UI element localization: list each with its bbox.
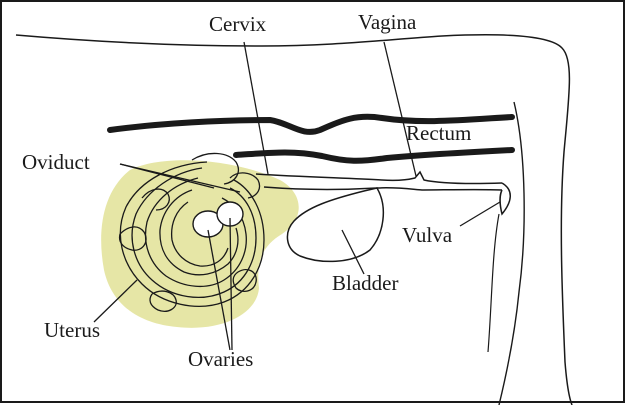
vulva-outline <box>500 183 510 214</box>
label-bladder: Bladder <box>332 273 398 294</box>
vulva-leader <box>460 202 500 226</box>
broad-ligament <box>101 160 299 328</box>
label-vulva: Vulva <box>402 225 452 246</box>
tract-upper <box>256 172 502 184</box>
pelvic-edge <box>488 214 499 352</box>
label-rectum: Rectum <box>406 123 471 144</box>
bladder-outline <box>287 188 383 261</box>
label-oviduct: Oviduct <box>22 152 90 173</box>
label-uterus: Uterus <box>44 320 100 341</box>
label-cervix: Cervix <box>209 14 266 35</box>
tract-lower <box>264 187 502 190</box>
rectum-lower-wall <box>236 150 512 161</box>
label-vagina: Vagina <box>358 12 416 33</box>
label-ovaries: Ovaries <box>188 349 253 370</box>
